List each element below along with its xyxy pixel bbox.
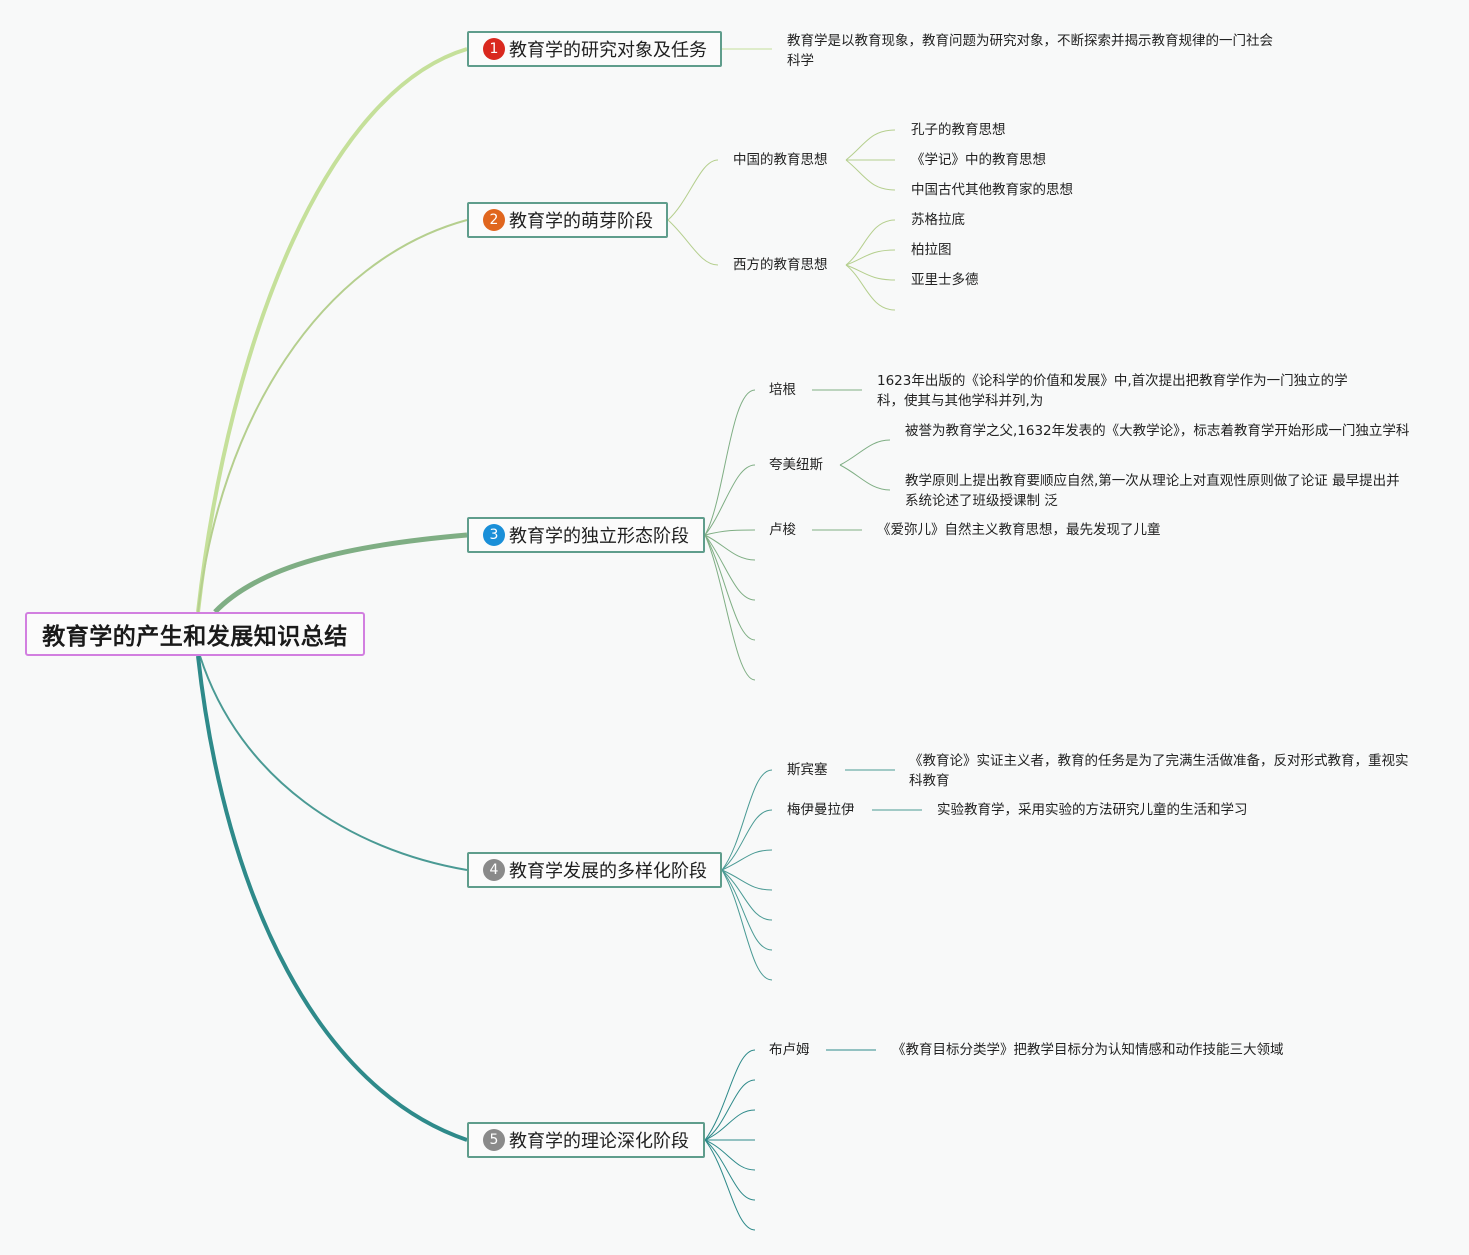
connector-b3-empty-2 [704, 534, 756, 601]
connector-root-b3 [213, 532, 468, 614]
b3-comenius-desc-2[interactable]: 教学原则上提出教育要顺应自然,第一次从理论上对直观性原则做了论证 最早提出并系统… [905, 473, 1400, 509]
connector-b2-west [667, 219, 719, 266]
b3-rousseau-desc[interactable]: 《爱弥儿》自然主义教育思想，最先发现了儿童 [877, 522, 1161, 538]
connector-b4-empty-3 [721, 869, 773, 921]
connector-china-1 [845, 129, 896, 161]
connector-root-b5 [196, 655, 468, 1142]
connector-b4-meumann [721, 809, 773, 871]
b2-west-item-1[interactable]: 苏格拉底 [911, 212, 965, 228]
branch-node-4[interactable]: 4 教育学发展的多样化阶段 [467, 852, 722, 888]
branch-node-2[interactable]: 2 教育学的萌芽阶段 [467, 202, 668, 238]
connector-b3-bacon [704, 389, 756, 536]
branch-label: 教育学的萌芽阶段 [509, 211, 653, 232]
branch-label: 教育学的研究对象及任务 [509, 40, 707, 61]
branch-node-1[interactable]: 1 教育学的研究对象及任务 [467, 31, 722, 67]
connector-b5-bloom [704, 1049, 756, 1141]
b3-comenius-desc-1[interactable]: 被誉为教育学之父,1632年发表的《大教学论》，标志着教育学开始形成一门独立学科 [905, 423, 1410, 439]
b3-rousseau-topic[interactable]: 卢梭 [769, 522, 796, 538]
connector-b3-empty-1 [704, 534, 756, 561]
b3-bacon-desc[interactable]: 1623年出版的《论科学的价值和发展》中,首次提出把教育学作为一门独立的学科，使… [877, 373, 1348, 409]
number-badge-icon: 2 [483, 209, 505, 231]
connector-comenius-desc2 [839, 464, 891, 491]
connector-b3-empty-3 [704, 534, 756, 641]
b1-description[interactable]: 教育学是以教育现象，教育问题为研究对象，不断探索并揭示教育规律的一门社会科学 [787, 33, 1273, 69]
root-topic[interactable]: 教育学的产生和发展知识总结 [25, 612, 365, 656]
connector-comenius-desc1 [839, 439, 891, 466]
b2-west-item-3[interactable]: 亚里士多德 [911, 272, 979, 288]
connector-b2-china [667, 159, 719, 221]
root-topic-label: 教育学的产生和发展知识总结 [42, 624, 348, 650]
connector-b4-empty-4 [721, 869, 773, 951]
connector-b4-spencer [721, 769, 773, 871]
branch-label: 教育学的理论深化阶段 [509, 1131, 689, 1152]
connector-root-b2 [197, 219, 468, 613]
b3-comenius-topic[interactable]: 夸美纽斯 [769, 457, 823, 473]
connector-b3-empty-4 [704, 534, 756, 681]
b4-spencer-topic[interactable]: 斯宾塞 [787, 762, 828, 778]
b4-meumann-desc[interactable]: 实验教育学，采用实验的方法研究儿童的生活和学习 [937, 802, 1248, 818]
connector-west-1 [845, 219, 896, 266]
number-badge-icon: 5 [483, 1129, 505, 1151]
b4-spencer-desc[interactable]: 《教育论》实证主义者，教育的任务是为了完满生活做准备，反对形式教育，重视实科教育 [909, 753, 1409, 789]
connector-b5-empty-6 [704, 1139, 756, 1231]
connector-b5-empty-5 [704, 1139, 756, 1201]
connector-china-3 [845, 159, 896, 191]
b2-west-item-2[interactable]: 柏拉图 [911, 242, 952, 258]
connector-root-b1 [196, 47, 468, 613]
branch-label: 教育学的独立形态阶段 [509, 526, 689, 547]
b2-china-item-2[interactable]: 《学记》中的教育思想 [911, 152, 1046, 168]
connector-b3-rousseau [704, 529, 756, 536]
b2-west-topic[interactable]: 西方的教育思想 [733, 257, 828, 273]
connector-b3-comenius [704, 464, 756, 536]
connector-west-4 [845, 264, 896, 311]
branch-label: 教育学发展的多样化阶段 [509, 861, 707, 882]
b5-bloom-desc[interactable]: 《教育目标分类学》把教学目标分为认知情感和动作技能三大领域 [892, 1042, 1284, 1058]
connector-west-3 [845, 264, 896, 281]
b2-china-item-3[interactable]: 中国古代其他教育家的思想 [911, 182, 1073, 198]
number-badge-icon: 3 [483, 524, 505, 546]
number-badge-icon: 4 [483, 859, 505, 881]
connector-b5-empty-2 [704, 1109, 756, 1141]
connector-b4-empty-5 [721, 869, 773, 981]
connector-b5-empty-4 [704, 1139, 756, 1171]
connector-b4-empty-2 [721, 869, 773, 891]
b3-bacon-topic[interactable]: 培根 [769, 382, 796, 398]
number-badge-icon: 1 [483, 38, 505, 60]
branch-node-5[interactable]: 5 教育学的理论深化阶段 [467, 1122, 705, 1158]
b5-bloom-topic[interactable]: 布卢姆 [769, 1042, 810, 1058]
b2-china-item-1[interactable]: 孔子的教育思想 [911, 122, 1006, 138]
b2-china-topic[interactable]: 中国的教育思想 [733, 152, 828, 168]
connector-b5-empty-1 [704, 1079, 756, 1141]
connector-root-b4 [199, 655, 468, 871]
connector-west-2 [845, 249, 896, 266]
b4-meumann-topic[interactable]: 梅伊曼拉伊 [787, 802, 855, 818]
branch-node-3[interactable]: 3 教育学的独立形态阶段 [467, 517, 705, 553]
connector-b4-empty-1 [721, 849, 773, 871]
